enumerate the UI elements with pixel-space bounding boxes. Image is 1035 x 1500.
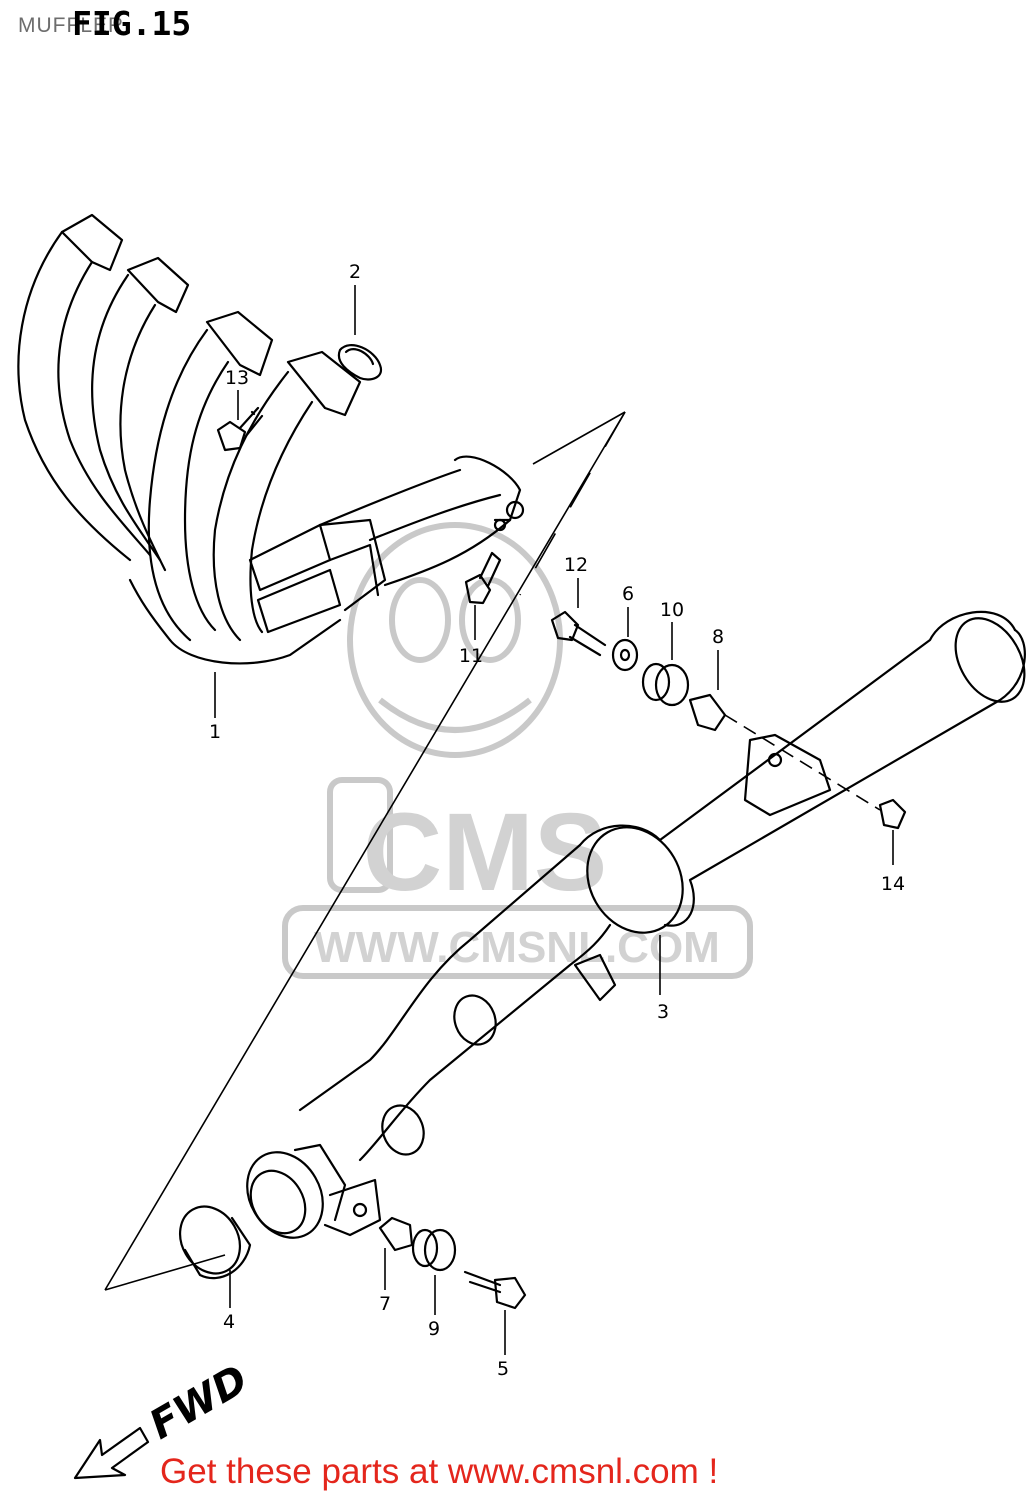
callout-9: 9 (428, 1318, 440, 1340)
clamp-bolt (464, 551, 502, 640)
muffler-part (246, 610, 1026, 1239)
callout-5: 5 (497, 1358, 509, 1380)
callout-11: 11 (459, 645, 483, 667)
exhaust-pipe-assembly (17, 213, 525, 665)
callout-13: 13 (225, 367, 249, 389)
watermark-logo: CMS (363, 791, 607, 914)
diagram-title: MUFFLER (18, 14, 125, 37)
footer-promo-text: Get these parts at www.cmsnl.com ! (160, 1452, 719, 1491)
callout-7: 7 (379, 1293, 391, 1315)
callout-14: 14 (881, 873, 905, 895)
muffler-gasket (178, 1205, 252, 1308)
callout-4: 4 (223, 1311, 235, 1333)
flange-bolt (216, 390, 264, 452)
callout-labels: 1 2 3 4 5 6 7 8 9 10 11 12 13 14 (209, 261, 905, 1380)
callout-2: 2 (349, 261, 361, 283)
callout-12: 12 (564, 554, 588, 576)
callout-6: 6 (622, 583, 634, 605)
lower-mount-hardware (378, 1216, 527, 1355)
upper-mount-hardware (550, 578, 907, 865)
assembly-outline-lines (104, 411, 626, 1291)
figure-number: FIG.15 (72, 4, 192, 43)
forward-arrow-icon (73, 1426, 150, 1480)
fwd-label: FWD (142, 1356, 256, 1448)
callout-3: 3 (657, 1001, 669, 1023)
watermark-mascot (327, 522, 563, 893)
gasket-part (337, 285, 383, 381)
callout-10: 10 (660, 599, 684, 621)
callout-1: 1 (209, 721, 221, 743)
callout-8: 8 (712, 626, 724, 648)
